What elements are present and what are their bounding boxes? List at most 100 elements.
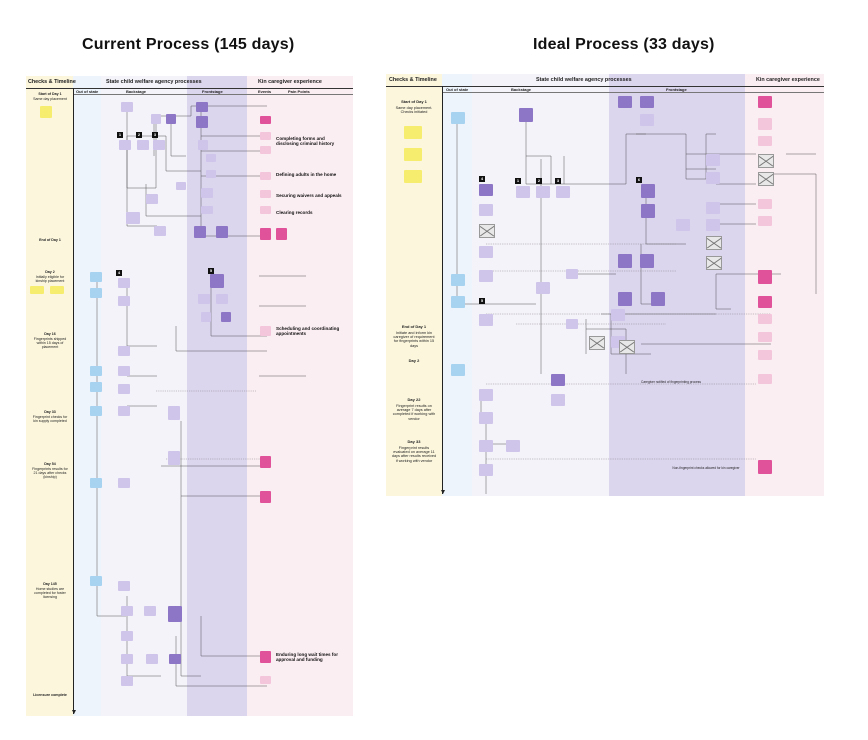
timeline-arrow [71, 710, 76, 714]
process-box [168, 451, 180, 465]
process-box [146, 194, 158, 204]
process-box [618, 254, 632, 268]
process-box [119, 140, 131, 150]
process-box [118, 581, 130, 591]
sticky-note [404, 148, 422, 161]
timeline-axis [442, 86, 443, 494]
process-box [566, 269, 578, 279]
event-box [260, 190, 271, 198]
process-box [118, 406, 130, 416]
timeline-day16-text: Fingerprints shipped within 15 days of p… [33, 337, 67, 350]
timeline-axis [73, 88, 74, 714]
process-box [221, 312, 231, 322]
removed-step-box [758, 154, 774, 168]
event-box [260, 206, 271, 214]
process-box [479, 246, 493, 258]
process-box [206, 170, 216, 178]
header-agency-processes: State child welfare agency processes [536, 77, 632, 83]
process-box [479, 184, 493, 196]
pain-point-wait-times: Enduring long wait times for approval an… [276, 652, 339, 662]
step-marker-5: 5 [208, 268, 214, 274]
process-box [618, 292, 632, 306]
process-box [618, 96, 632, 108]
event-box [260, 676, 271, 684]
step-marker-3: 3 [152, 132, 158, 138]
event-box [758, 350, 772, 360]
sticky-note [30, 286, 44, 294]
step-marker-1: 1 [117, 132, 123, 138]
process-box [479, 389, 493, 401]
process-box [451, 296, 465, 308]
process-box [566, 319, 578, 329]
process-box [168, 606, 182, 622]
process-box [90, 576, 102, 586]
header-frontstage: Frontstage [666, 87, 687, 92]
event-box [260, 146, 271, 154]
process-box [706, 202, 720, 214]
process-box [169, 654, 181, 664]
process-box [551, 394, 565, 406]
event-box [758, 270, 772, 284]
header-backstage: Backstage [511, 87, 532, 92]
process-box [216, 226, 228, 238]
process-box [611, 309, 625, 321]
event-box [260, 456, 271, 468]
sticky-note [40, 106, 52, 118]
timeline-start-day1-title: Start of Day 1 [401, 99, 427, 104]
process-box [198, 294, 210, 304]
process-box [118, 478, 130, 488]
removed-step-box [706, 236, 722, 250]
event-box [758, 199, 772, 209]
process-box [121, 102, 133, 112]
process-box [201, 206, 213, 214]
timeline-day22-text: Fingerprint results on average 7 days af… [392, 404, 436, 421]
timeline-arrow [440, 490, 445, 494]
header-pain-points: Pain Points [288, 89, 310, 94]
process-box [151, 114, 161, 124]
process-box [118, 384, 130, 394]
process-box [126, 212, 140, 224]
event-box [758, 374, 772, 384]
header-out-of-state: Out of state [76, 89, 99, 94]
process-box [198, 140, 208, 150]
process-box [166, 114, 176, 124]
process-box [118, 296, 130, 306]
process-box [536, 186, 550, 198]
timeline-day145-text: Home studies are completed for foster li… [34, 587, 66, 600]
process-box [90, 406, 102, 416]
process-box [676, 219, 690, 231]
header-checks-timeline: Checks & Timeline [389, 77, 437, 83]
pain-point-adults: Defining adults in the home [276, 172, 337, 177]
removed-step-box [479, 224, 495, 238]
process-box [506, 440, 520, 452]
process-box [451, 112, 465, 124]
process-box [153, 140, 165, 150]
event-box [260, 172, 271, 180]
timeline-day22-title: Day 22 [407, 397, 421, 402]
header-checks-timeline: Checks & Timeline [28, 79, 76, 85]
timeline-day54-text: Fingerprints results for 21 days after c… [32, 467, 68, 480]
step-marker-4: 4 [116, 270, 122, 276]
removed-step-box [758, 172, 774, 186]
event-box [276, 228, 287, 240]
process-box [201, 312, 211, 322]
process-box [196, 102, 208, 112]
step-marker-3: 3 [555, 178, 561, 184]
removed-step-box [589, 336, 605, 350]
process-box [641, 184, 655, 198]
header-divider [26, 88, 353, 89]
current-process-title: Current Process (145 days) [82, 36, 295, 53]
process-box [706, 172, 720, 184]
event-box [758, 136, 772, 146]
process-box [479, 412, 493, 424]
timeline-start-day1-text: Same day placement. Checks initiated [395, 106, 433, 115]
process-box [551, 374, 565, 386]
process-box [206, 154, 216, 162]
process-box [194, 226, 206, 238]
ideal-note-notified: Caregiver notified of fingerprinting pro… [641, 380, 701, 384]
header-divider [386, 86, 824, 87]
ideal-process-title: Ideal Process (33 days) [533, 36, 715, 53]
timeline-day33-text: Fingerprint checks for kin supply comple… [32, 415, 68, 424]
timeline-day16-title: Day 16 [44, 332, 56, 336]
process-box [706, 154, 720, 166]
